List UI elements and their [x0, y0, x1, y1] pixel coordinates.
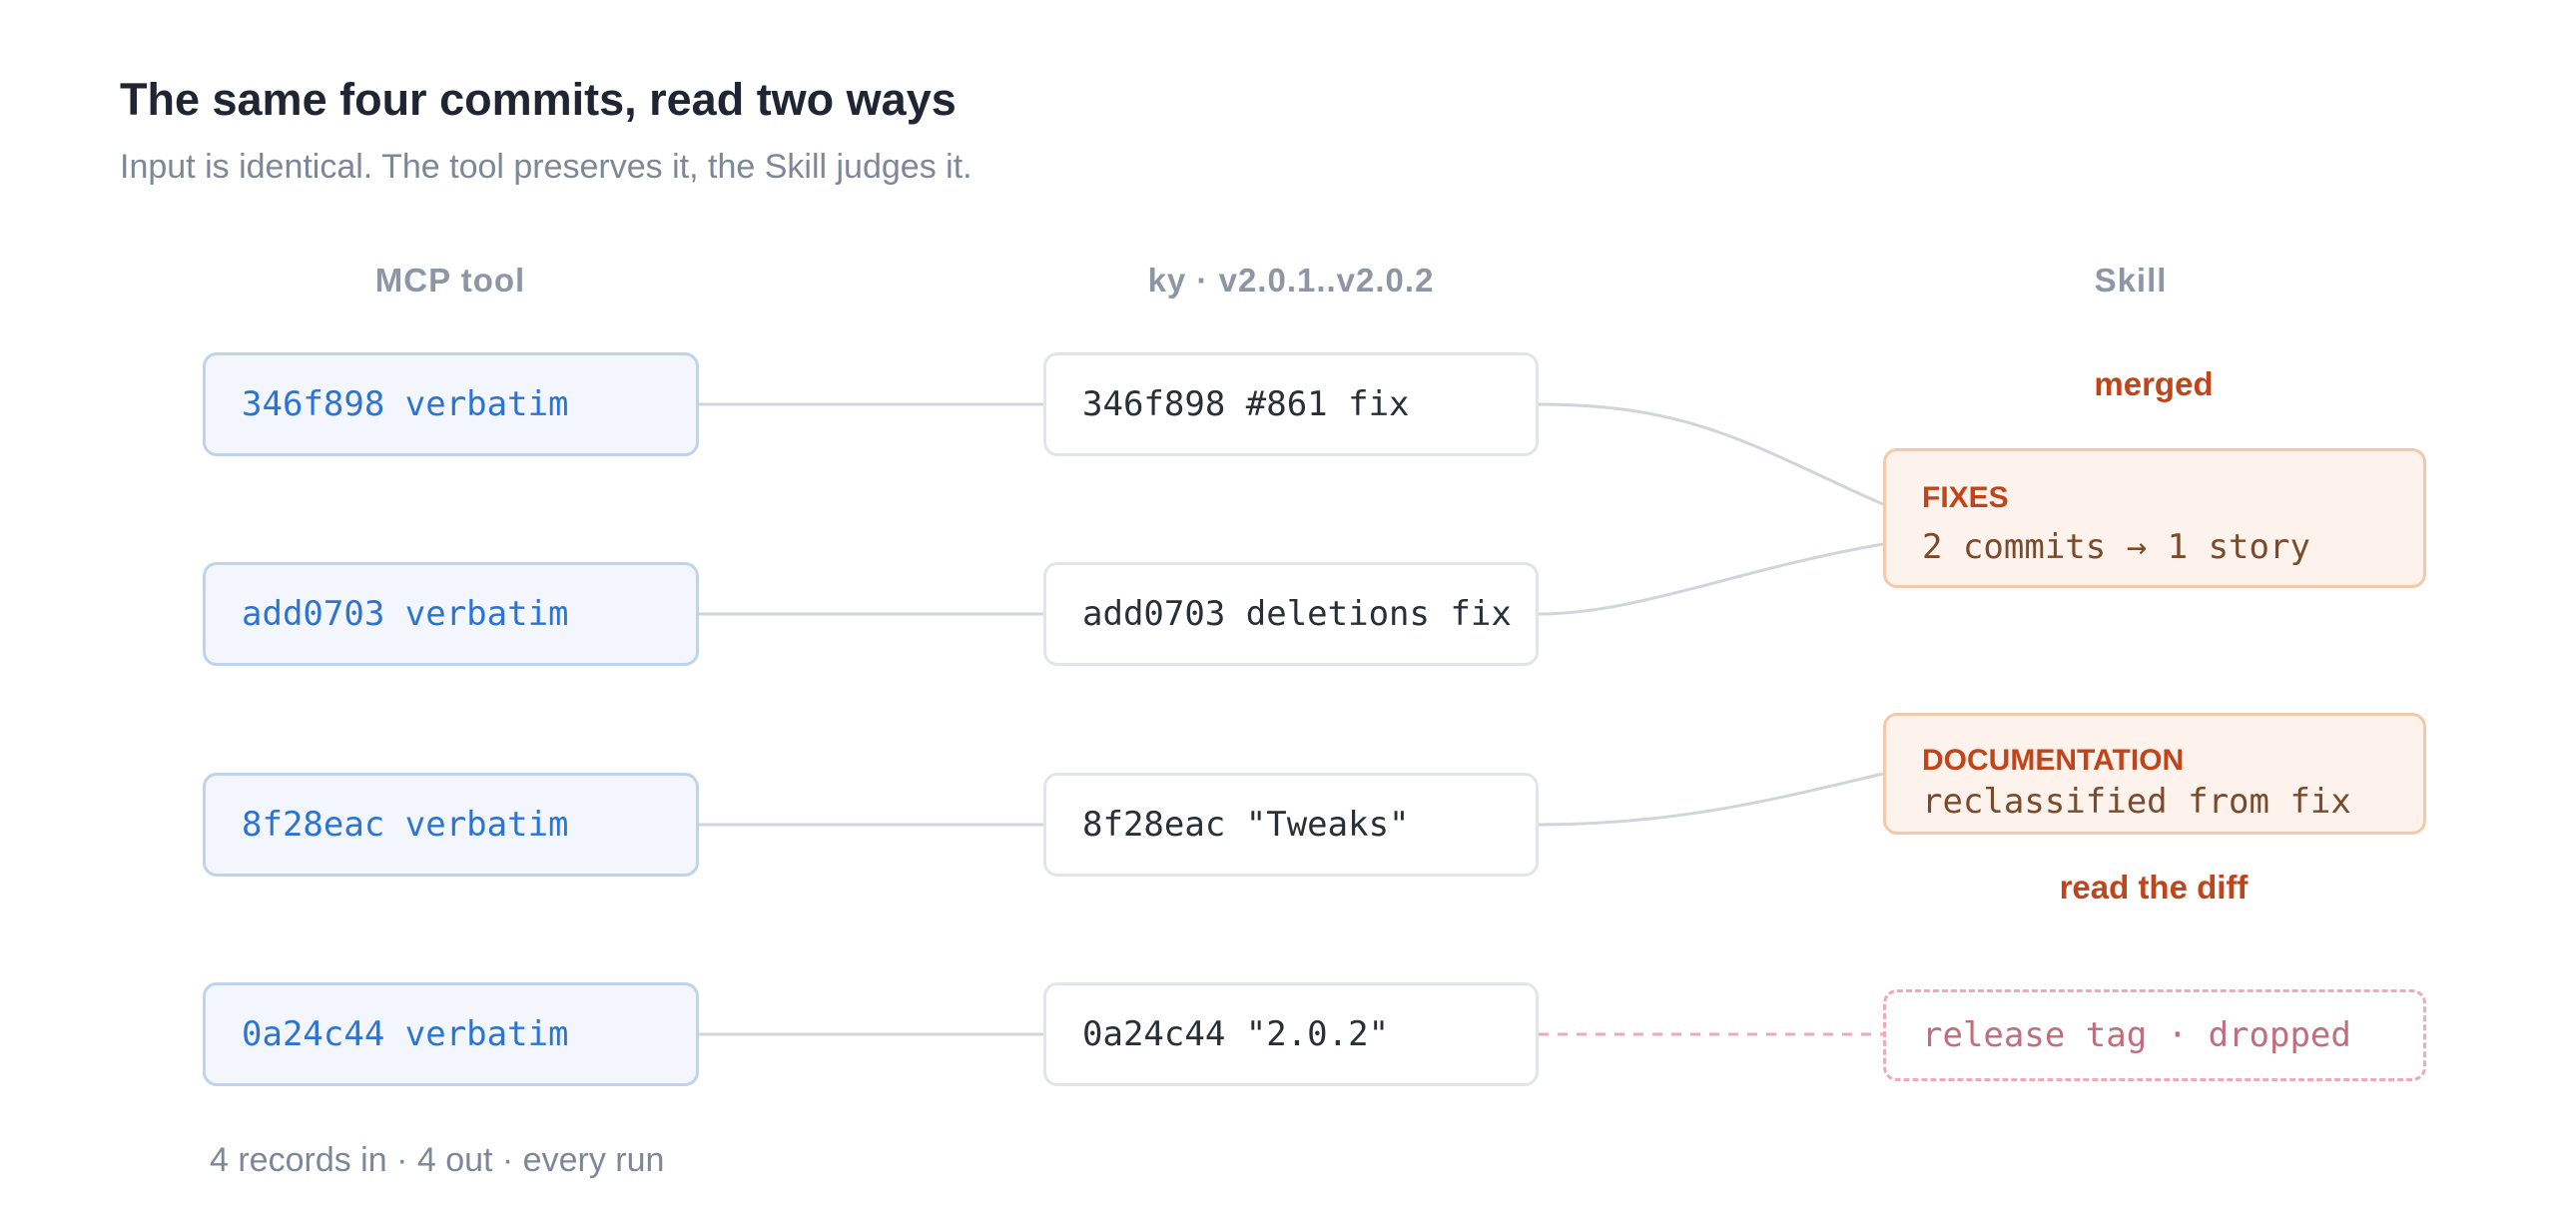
commit-node-add0703: add0703 deletions fix: [1043, 562, 1539, 666]
skill-node-fixes-label: FIXES: [1922, 481, 2009, 514]
connector-8f28eac-to-documentation: [1538, 772, 1884, 827]
commit-node-346f898: 346f898 #861 fix: [1043, 352, 1539, 456]
skill-node-documentation-label: DOCUMENTATION: [1922, 744, 2185, 777]
skill-node-fixes: FIXES 2 commits → 1 story: [1883, 448, 2426, 588]
mcp-node-0a24c44: 0a24c44 verbatim: [203, 982, 699, 1086]
mcp-node-346f898: 346f898 verbatim: [203, 352, 699, 456]
skill-node-documentation: DOCUMENTATION reclassified from fix: [1883, 713, 2426, 835]
commit-node-8f28eac: 8f28eac "Tweaks": [1043, 773, 1539, 877]
connector-346f898-to-fixes: [1538, 402, 1884, 506]
mcp-node-add0703: add0703 verbatim: [203, 562, 699, 666]
diagram-title: The same four commits, read two ways: [120, 74, 957, 125]
column-header-commits: ky · v2.0.1..v2.0.2: [1147, 262, 1435, 299]
annotation-merged: merged: [2094, 365, 2214, 402]
column-header-mcp: MCP tool: [374, 262, 526, 299]
commit-node-0a24c44: 0a24c44 "2.0.2": [1043, 982, 1539, 1086]
skill-node-documentation-text: reclassified from fix: [1922, 782, 2351, 822]
connector-add0703-to-fixes: [1538, 542, 1884, 616]
diagram-subtitle: Input is identical. The tool preserves i…: [120, 148, 972, 186]
skill-node-fixes-text: 2 commits → 1 story: [1922, 527, 2310, 567]
column-header-skill: Skill: [2094, 262, 2168, 299]
mcp-node-8f28eac: 8f28eac verbatim: [203, 773, 699, 877]
annotation-read-the-diff: read the diff: [2059, 869, 2249, 906]
skill-node-dropped: release tag · dropped: [1883, 989, 2426, 1081]
diagram-footer: 4 records in · 4 out · every run: [210, 1141, 665, 1179]
